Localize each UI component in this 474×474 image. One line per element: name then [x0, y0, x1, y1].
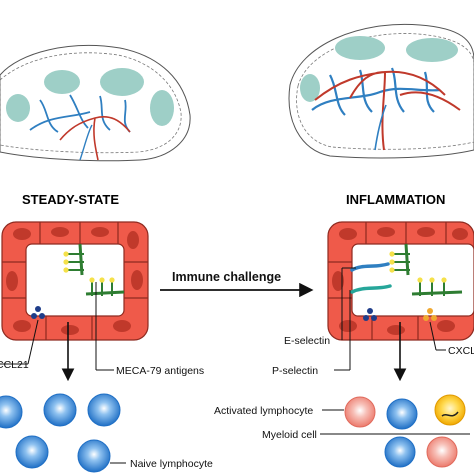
label-myeloid-cell: Myeloid cell [262, 429, 317, 441]
hev-inflamed [327, 221, 474, 341]
label-activated-lymphocyte: Activated lymphocyte [214, 405, 313, 417]
title-inflammation: INFLAMMATION [346, 192, 445, 207]
naive-lymphocyte-5 [77, 439, 111, 473]
naive-lymphocyte-3 [87, 393, 121, 427]
label-cxcl: CXCL [448, 345, 474, 357]
lymphocyte-right-1 [386, 398, 418, 430]
label-e-selectin: E-selectin [284, 335, 330, 347]
naive-lymphocyte-2 [43, 393, 77, 427]
activated-lymphocyte [344, 396, 376, 428]
label-naive-lymphocyte: Naive lymphocyte [130, 458, 213, 470]
label-ccl21: CCL21 [0, 359, 29, 371]
title-steady-state: STEADY-STATE [22, 192, 119, 207]
lymph-node-steady [0, 45, 191, 162]
lymphocyte-right-2 [384, 436, 416, 468]
immune-challenge-label: Immune challenge [172, 270, 281, 284]
myeloid-cell-1 [434, 394, 466, 426]
label-meca79: MECA-79 antigens [116, 365, 204, 377]
label-p-selectin: P-selectin [272, 365, 318, 377]
naive-lymphocyte-4 [15, 435, 49, 469]
hev-steady [1, 221, 149, 341]
activated-lymphocyte-2 [426, 436, 458, 468]
naive-lymphocyte-1 [0, 395, 23, 429]
lymph-node-inflamed [288, 23, 474, 159]
